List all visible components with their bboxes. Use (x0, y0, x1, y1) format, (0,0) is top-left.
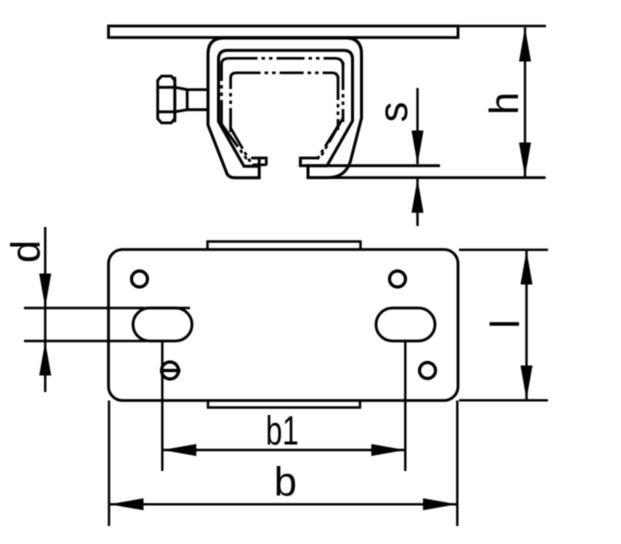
svg-text:b1: b1 (266, 407, 299, 453)
svg-text:d: d (3, 240, 49, 263)
svg-text:h: h (481, 92, 527, 115)
svg-text:b: b (274, 459, 297, 505)
svg-text:l: l (482, 319, 528, 328)
svg-text:s: s (370, 102, 416, 123)
